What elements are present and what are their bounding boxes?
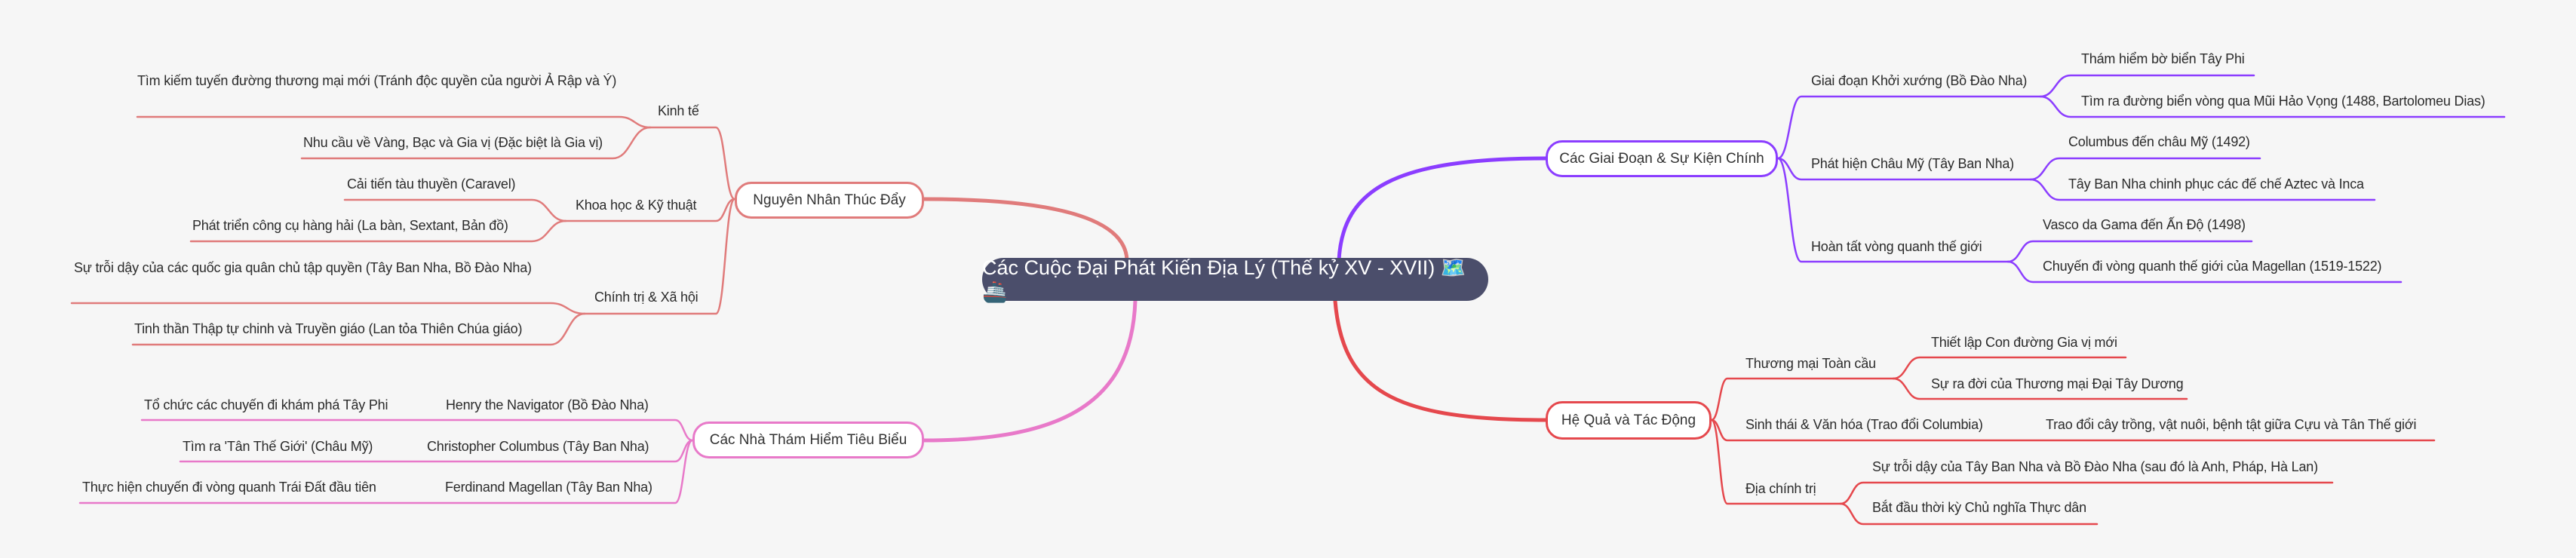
explorer-name[interactable]: Henry the Navigator (Bồ Đào Nha) — [446, 397, 649, 412]
connector-line — [70, 302, 586, 315]
root-title: Các Cuộc Đại Phát Kiến Địa Lý (Thế kỷ XV… — [982, 256, 1466, 303]
connector-line — [1839, 481, 2334, 505]
explorer-detail[interactable]: Thực hiện chuyến đi vòng quanh Trái Đất … — [82, 480, 376, 495]
branch-impacts[interactable]: Hệ Quả và Tác Động — [1546, 401, 1712, 440]
explorer-name[interactable]: Christopher Columbus (Tây Ban Nha) — [427, 439, 649, 454]
connector-line — [2029, 157, 2261, 181]
impact-item[interactable]: Sự trỗi dậy của Tây Ban Nha và Bồ Đào Nh… — [1872, 459, 2318, 474]
connector-line — [2029, 178, 2376, 201]
cause-politics[interactable]: Chính trị & Xã hội — [594, 290, 698, 305]
cause-item[interactable]: Tìm kiếm tuyến đường thương mại mới (Trá… — [137, 73, 617, 88]
cause-item[interactable]: Nhu cầu về Vàng, Bạc và Gia vị (Đặc biệt… — [303, 135, 603, 150]
branch-explorers[interactable]: Các Nhà Thám Hiểm Tiêu Biểu — [692, 422, 924, 458]
impact-item[interactable]: Bắt đầu thời kỳ Chủ nghĩa Thực dân — [1872, 500, 2086, 515]
impact-group[interactable]: Địa chính trị — [1745, 481, 1816, 496]
explorer-detail[interactable]: Tổ chức các chuyến đi khám phá Tây Phi — [144, 397, 388, 412]
stage-item[interactable]: Tìm ra đường biển vòng qua Mũi Hảo Vọng … — [2081, 94, 2485, 109]
connector-line — [136, 115, 652, 129]
explorer-detail[interactable]: Tìm ra 'Tân Thế Giới' (Châu Mỹ) — [183, 439, 373, 454]
connector-line — [1710, 418, 1842, 505]
connector-line — [1776, 157, 2010, 263]
connector-line — [1333, 299, 1548, 422]
cause-item[interactable]: Cải tiến tàu thuyền (Caravel) — [347, 176, 516, 192]
cause-economy[interactable]: Kinh tế — [658, 103, 699, 118]
connector-line — [131, 312, 586, 346]
branch-causes-label: Nguyên Nhân Thúc Đẩy — [753, 192, 906, 208]
stage-item[interactable]: Chuyến đi vòng quanh thế giới của Magell… — [2043, 259, 2382, 274]
stage-group[interactable]: Hoàn tất vòng quanh thế giới — [1811, 239, 1982, 254]
cause-science[interactable]: Khoa học & Kỹ thuật — [576, 198, 697, 213]
connector-line — [649, 126, 736, 201]
impact-group[interactable]: Sinh thái & Văn hóa (Trao đổi Columbia) — [1745, 417, 1983, 432]
connector-line — [1839, 502, 2099, 526]
connector-line — [1892, 356, 2127, 380]
connector-line — [583, 198, 736, 315]
connector-line — [2039, 95, 2506, 118]
stage-group[interactable]: Giai đoạn Khởi xướng (Bồ Đào Nha) — [1811, 73, 2028, 88]
branch-impacts-label: Hệ Quả và Tác Động — [1561, 412, 1696, 428]
connector-line — [1892, 377, 2188, 400]
stage-group[interactable]: Phát hiện Châu Mỹ (Tây Ban Nha) — [1811, 156, 2014, 171]
connector-line — [1776, 157, 2032, 181]
connector-line — [2039, 74, 2255, 98]
connector-line — [1776, 95, 2042, 160]
connector-line — [140, 418, 694, 442]
connector-line — [922, 299, 1138, 443]
branch-causes[interactable]: Nguyên Nhân Thúc Đẩy — [735, 182, 924, 219]
cause-item[interactable]: Phát triển công cụ hàng hải (La bàn, Sex… — [192, 218, 508, 233]
cause-item[interactable]: Tinh thần Thập tự chinh và Truyền giáo (… — [134, 321, 523, 336]
connector-line — [1710, 377, 1895, 422]
impact-group[interactable]: Thương mại Toàn cầu — [1745, 356, 1876, 371]
connector-line — [300, 126, 652, 160]
stage-item[interactable]: Columbus đến châu Mỹ (1492) — [2068, 134, 2250, 149]
connector-line — [564, 198, 736, 222]
explorer-name[interactable]: Ferdinand Magellan (Tây Ban Nha) — [445, 480, 652, 495]
connector-line — [189, 219, 567, 243]
connector-line — [1337, 156, 1548, 262]
stage-item[interactable]: Vasco da Gama đến Ấn Độ (1498) — [2043, 217, 2246, 232]
connector-line — [922, 197, 1129, 262]
connector-line — [2006, 260, 2403, 284]
branch-stages-label: Các Giai Đoạn & Sự Kiện Chính — [1559, 150, 1764, 167]
impact-item[interactable]: Sự ra đời của Thương mại Đại Tây Dương — [1931, 376, 2184, 391]
connector-line — [78, 439, 694, 504]
branch-stages[interactable]: Các Giai Đoạn & Sự Kiện Chính — [1546, 140, 1778, 177]
impact-item[interactable]: Trao đổi cây trồng, vật nuôi, bệnh tật g… — [2046, 417, 2417, 432]
root-node[interactable]: Các Cuộc Đại Phát Kiến Địa Lý (Thế kỷ XV… — [982, 256, 1488, 303]
connector-line — [343, 198, 567, 222]
impact-item[interactable]: Thiết lập Con đường Gia vị mới — [1931, 335, 2117, 350]
branch-explorers-label: Các Nhà Thám Hiểm Tiêu Biểu — [709, 431, 907, 448]
stage-item[interactable]: Thám hiểm bờ biển Tây Phi — [2081, 51, 2245, 66]
cause-item[interactable]: Sự trỗi dậy của các quốc gia quân chủ tậ… — [74, 260, 532, 275]
stage-item[interactable]: Tây Ban Nha chinh phục các đế chế Aztec … — [2068, 176, 2364, 192]
connector-line — [2006, 240, 2253, 263]
